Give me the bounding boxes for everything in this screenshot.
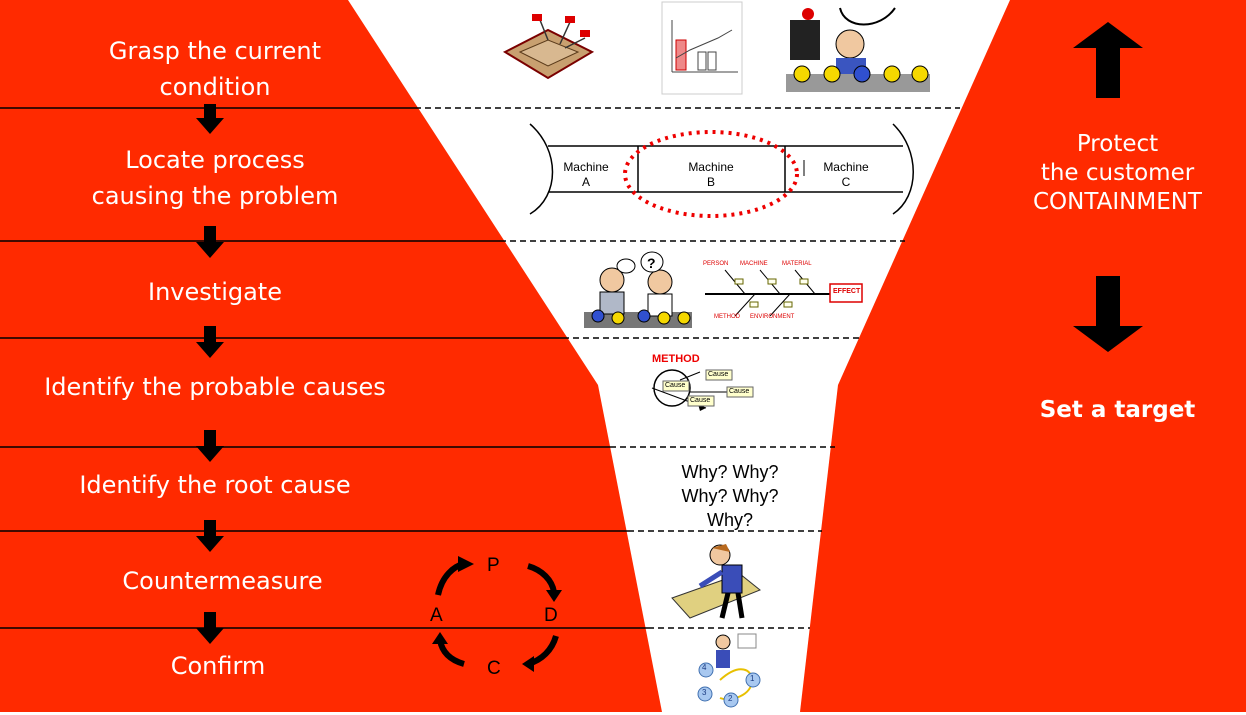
- worker-countermeasure-icon: [671, 544, 761, 619]
- pdca-steps-icon: [697, 633, 761, 708]
- method-cause-3: Cause: [729, 388, 750, 395]
- down-arrow-icon: [1073, 276, 1143, 352]
- down-arrow-icon: [196, 612, 224, 644]
- pdca-step-2: 2: [728, 694, 733, 703]
- pdca-step-1: 1: [750, 674, 755, 683]
- machine-line-diagram: [529, 123, 914, 218]
- step-grasp-condition: Grasp the current condition: [108, 37, 322, 101]
- fishbone-diagram: [705, 269, 863, 317]
- fishbone-machine: MACHINE: [740, 261, 768, 267]
- step-probable-causes: Identify the probable causes: [44, 373, 386, 401]
- step-divider-lines: [0, 107, 648, 629]
- down-arrow-icon: [196, 520, 224, 552]
- down-arrow-icon: [196, 226, 224, 258]
- method-cause-2: Cause: [665, 382, 686, 389]
- investigators-icon: ?: [584, 251, 692, 328]
- machine-a-label: Machine A: [563, 160, 609, 189]
- highlight-ring: [623, 130, 799, 218]
- pdca-check: C: [487, 658, 501, 679]
- machine-b-label: Machine B: [688, 160, 734, 189]
- step-countermeasure: Countermeasure: [122, 567, 323, 595]
- svg-text:?: ?: [647, 255, 656, 271]
- step-root-cause: Identify the root cause: [79, 471, 351, 499]
- down-arrow-icon: [196, 104, 224, 134]
- machine-c-label: Machine C: [823, 160, 869, 189]
- pdca-plan: P: [487, 555, 500, 576]
- pdca-do: D: [544, 605, 558, 626]
- method-cause-1: Cause: [708, 371, 729, 378]
- pdca-arrowheads: [432, 556, 562, 672]
- fishbone-effect: EFFECT: [833, 288, 861, 295]
- step-confirm: Confirm: [170, 652, 266, 680]
- method-title: METHOD: [652, 353, 700, 365]
- box-with-flags-icon: [502, 14, 595, 80]
- up-arrow-icon: [1073, 22, 1143, 98]
- method-cause-diagram: [651, 369, 754, 411]
- down-arrow-icon: [196, 326, 224, 358]
- pdca-step-4: 4: [702, 663, 707, 672]
- chart-sheet-icon: [661, 1, 743, 95]
- fishbone-material: MATERIAL: [782, 261, 812, 267]
- method-cause-4: Cause: [690, 397, 711, 404]
- fishbone-method: METHOD: [714, 314, 740, 320]
- set-target-label: Set a target: [1039, 397, 1196, 423]
- right-red-panel: [800, 0, 1246, 712]
- pdca-act: A: [430, 605, 443, 626]
- step-down-arrows: [196, 104, 224, 644]
- step-investigate: Investigate: [148, 278, 282, 306]
- worker-on-line-icon: [786, 7, 930, 92]
- step-locate-process: Locate process causing the problem: [91, 146, 339, 210]
- five-whys-text: Why? Why? Why? Why? Why?: [681, 462, 779, 530]
- containment-label: Protect the customer CONTAINMENT: [1033, 131, 1202, 215]
- pdca-step-3: 3: [702, 688, 707, 697]
- fishbone-environment: ENVIRONMENT: [750, 314, 795, 320]
- fishbone-person: PERSON: [703, 261, 729, 267]
- funnel-dashed-lines: [415, 107, 960, 629]
- down-arrow-icon: [196, 430, 224, 462]
- left-red-panel: [0, 0, 662, 712]
